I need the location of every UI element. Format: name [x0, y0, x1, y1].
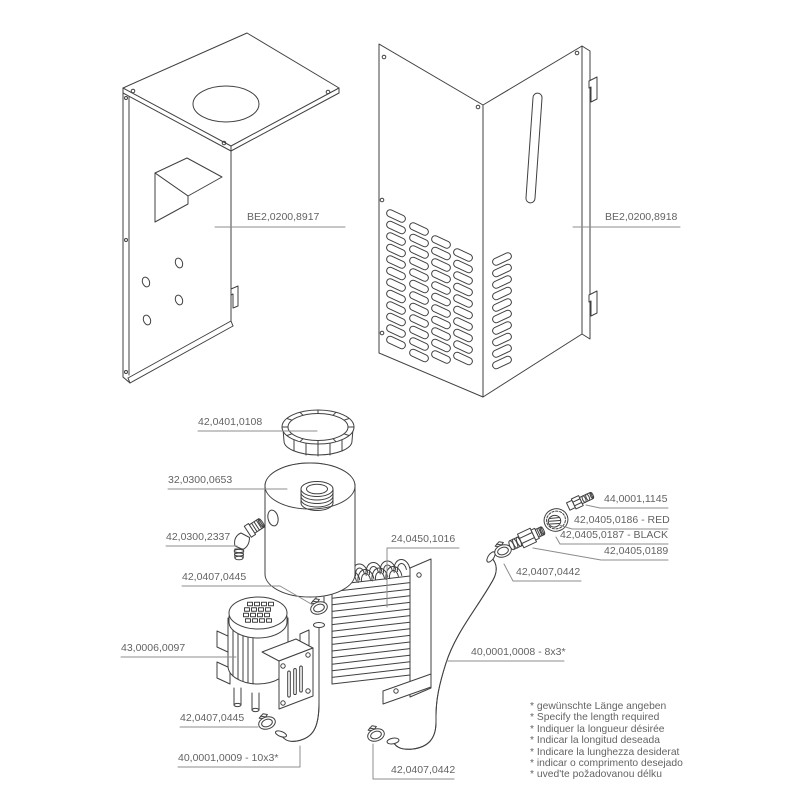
part-label-panel-right: BE2,0200,8918: [605, 211, 678, 223]
leader-lines: [120, 226, 681, 780]
part-label-cap: 42,0401,0108: [198, 416, 263, 428]
part-label-nut-red: 42,0405,0186 - RED: [574, 514, 670, 526]
part-label-hose-left: 40,0001,0009 - 10x3*: [178, 752, 279, 764]
part-label-clamp-pump: 42,0407,0445: [180, 712, 245, 724]
footnotes: * gewünschte Länge angeben * Specify the…: [530, 701, 683, 781]
part-label-clamp-bottom: 42,0407,0442: [391, 764, 456, 776]
clamp-tank-drawing: [307, 595, 330, 617]
part-label-hose-right: 40,0001,0008 - 8x3*: [471, 646, 566, 658]
cap-drawing: [281, 409, 355, 457]
part-label-elbow: 42,0300,2337: [166, 531, 231, 543]
part-label-nipple: 44,0001,1145: [604, 493, 668, 505]
panel-left-drawing: [122, 32, 340, 384]
elbow-fitting-drawing: [233, 518, 265, 561]
pump-drawing: [216, 596, 314, 713]
hose-right-drawing: [386, 551, 497, 750]
footnote-es: * Indicar la longitud deseada: [530, 735, 660, 747]
barb-fitting-drawing: [508, 526, 546, 551]
part-label-nut-black: 42,0405,0187 - BLACK: [560, 529, 668, 541]
part-label-panel-left: BE2,0200,8917: [247, 211, 320, 223]
part-label-clamp-tank: 42,0407,0445: [182, 571, 247, 583]
clamp-bottom-drawing: [364, 722, 387, 744]
footnote-fr: * Indiquer la longueur désirée: [530, 723, 665, 735]
hose-left-drawing: [274, 622, 325, 742]
clamp-pump-drawing: [255, 710, 278, 732]
nipple-fitting-drawing: [566, 491, 595, 511]
footnote-cz: * uved'te požadovanou délku: [530, 769, 662, 781]
part-label-radiator: 24,0450,1016: [391, 533, 456, 545]
radiator-drawing: [299, 558, 432, 705]
part-label-pump: 43,0006,0097: [121, 642, 186, 654]
footnote-en: * Specify the length required: [530, 712, 660, 724]
part-label-barb-fitting: 42,0405,0189: [604, 545, 669, 557]
part-label-tank: 32,0300,0653: [168, 474, 233, 486]
footnote-pt: * indicar o comprimento desejado: [530, 758, 683, 770]
part-label-clamp-right: 42,0407,0442: [516, 566, 581, 578]
footnote-de: * gewünschte Länge angeben: [530, 701, 667, 712]
tank-drawing: [264, 462, 356, 609]
footnote-it: * Indicare la lunghezza desiderat: [530, 746, 680, 758]
panel-right-drawing: [378, 43, 598, 398]
